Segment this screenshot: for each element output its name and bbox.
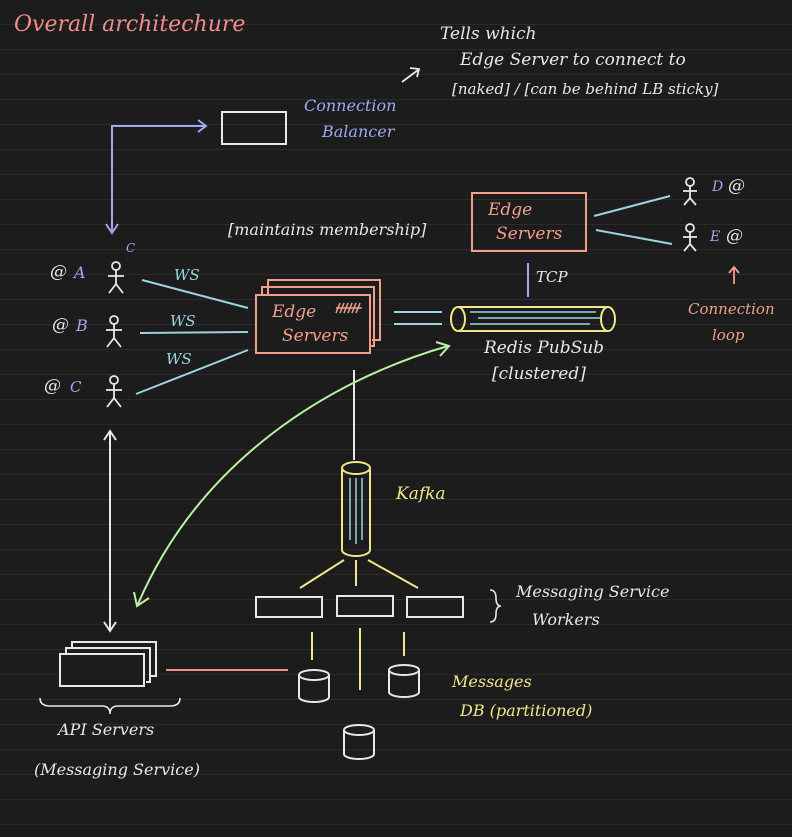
client-c-figure	[106, 375, 122, 408]
edge-redis-links	[394, 311, 442, 325]
api-servers-stack	[59, 641, 157, 687]
messages-db-label-1: Messages	[452, 672, 532, 691]
ws-label-2: WS	[170, 312, 196, 330]
connection-balancer-box	[221, 111, 287, 145]
client-a-figure	[108, 261, 124, 294]
client-c-name: C	[70, 378, 82, 396]
client-d-figure	[683, 177, 697, 206]
db-cylinder-3	[343, 724, 375, 760]
connection-loop-label-1: Connection	[688, 300, 775, 318]
workers-label-2: Workers	[532, 610, 600, 629]
workers-brace	[489, 589, 502, 623]
edge-servers-right-box	[471, 192, 587, 252]
edge-servers-hatch	[335, 302, 362, 314]
kafka-cylinder	[341, 461, 371, 557]
client-b-name: B	[76, 316, 88, 335]
note-line-2: Edge Server to connect to	[460, 50, 686, 70]
edge-servers-right-label-2: Servers	[496, 224, 563, 244]
client-d-name: D	[712, 179, 724, 195]
client-a-at: @	[50, 262, 67, 282]
ws-label-3: WS	[166, 350, 192, 368]
connection-loop-label-2: loop	[712, 326, 745, 344]
client-b-at: @	[52, 315, 69, 335]
redis-label-1: Redis PubSub	[484, 338, 605, 358]
connection-loop-arrow	[728, 265, 740, 284]
ws-lines	[135, 279, 249, 395]
kafka-fanout	[299, 559, 419, 589]
client-c-at: @	[44, 376, 61, 396]
kafka-inner-lines	[349, 478, 363, 544]
membership-label: [maintains membership]	[228, 220, 427, 239]
client-e-figure	[683, 223, 697, 252]
client-e-name: E	[710, 229, 721, 245]
redis-cylinder	[450, 306, 616, 332]
messages-db-label-2: DB (partitioned)	[460, 701, 593, 720]
api-servers-brace	[39, 697, 181, 715]
client-e-at: @	[726, 226, 743, 246]
redis-label-2: [clustered]	[492, 364, 586, 384]
client-c-tag: C	[126, 241, 136, 255]
note-line-1: Tells which	[440, 24, 537, 44]
worker-boxes	[255, 595, 464, 618]
redis-inner-lines	[470, 311, 600, 325]
edge-servers-right-label-1: Edge	[488, 200, 533, 220]
tcp-label: TCP	[536, 268, 568, 286]
client-b-figure	[106, 315, 122, 348]
edge-servers-main-label-1: Edge	[272, 302, 317, 322]
worker-db-links	[311, 628, 405, 690]
db-cylinder-1	[298, 669, 330, 703]
client-a-name: A	[74, 263, 86, 282]
right-links	[593, 195, 673, 245]
client-d-at: @	[728, 176, 745, 196]
edge-servers-main-label-2: Servers	[282, 326, 349, 346]
api-servers-label-2: (Messaging Service)	[34, 760, 200, 779]
note-arrow	[401, 67, 421, 83]
client-api-arrow	[103, 429, 117, 633]
ws-label-1: WS	[174, 266, 200, 284]
connection-balancer-label-2: Balancer	[322, 122, 395, 141]
page-title: Overall architechure	[14, 12, 246, 37]
redis-api-curve	[133, 341, 451, 608]
workers-label-1: Messaging Service	[516, 582, 670, 601]
connection-balancer-label-1: Connection	[304, 96, 397, 115]
db-cylinder-2	[388, 664, 420, 698]
balancer-arrow	[105, 119, 208, 235]
api-servers-label-1: API Servers	[58, 720, 155, 739]
note-line-3: [naked] / [can be behind LB sticky]	[452, 80, 719, 98]
kafka-label: Kafka	[396, 484, 446, 504]
